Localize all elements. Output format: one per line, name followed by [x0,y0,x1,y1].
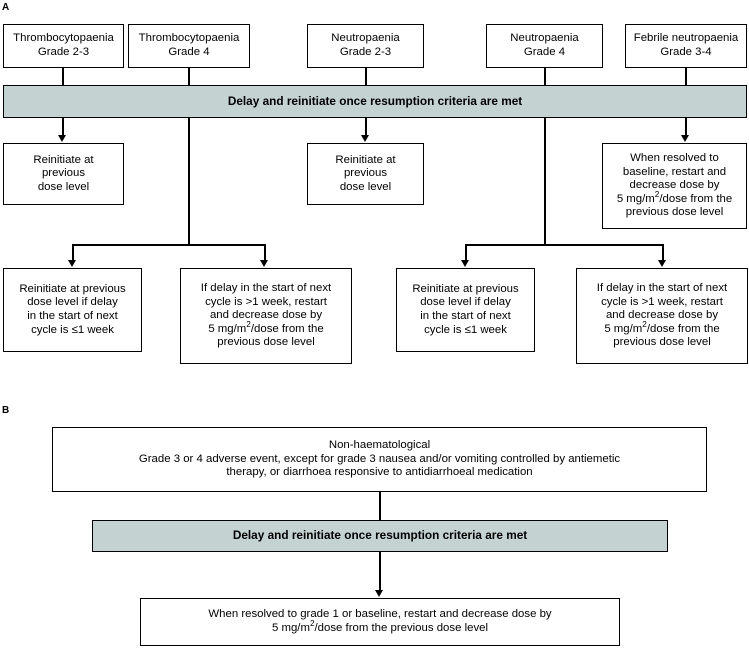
connector-non-haem-to-banner-b [379,492,381,520]
node-when-resolved-grade-1-or-baseline: When resolved to grade 1 or baseline, re… [140,598,620,646]
node-line-1: Neutropaenia [510,32,579,45]
node-text-post: /dose from the previous dose level [625,192,733,219]
banner-delay-reinitiate-a: Delay and reinitiate once resumption cri… [3,85,747,118]
panel-b-label: B [2,405,10,416]
node-text: Reinitiate at previous dose level [33,153,94,193]
node-reinitiate-previous-dose-mid: Reinitiate at previous dose level [307,143,424,205]
connector-trigger-4-to-banner [544,68,546,85]
connector-trigger-3-to-banner [365,68,367,85]
node-reinitiate-if-delay-le-1-week-right: Reinitiate at previous dose level if del… [396,268,535,352]
arrowhead-to-reinitiate-left [58,135,66,142]
node-line-2: Grade 3 or 4 adverse event, except for g… [138,452,621,465]
connector-banner-to-split-left [188,118,190,245]
split-branch-right-2 [662,244,664,261]
node-line-1: Non-haematological [328,439,431,452]
arrowhead-bottom-3 [461,260,469,267]
split-bar-left [72,244,266,246]
banner-label: Delay and reinitiate once resumption cri… [227,93,523,108]
node-text-pre: If delay in the start of next cycle is >… [200,282,332,335]
node-when-resolved-baseline-decrease: When resolved to baseline, restart and d… [602,143,747,229]
node-text-sup: 2 [309,619,315,629]
node-text: Reinitiate at previous dose level [335,153,396,193]
connector-trigger-2-to-banner [188,68,190,85]
arrowhead-bottom-4 [658,260,666,267]
node-line-3: therapy, or diarrhoea responsive to anti… [226,466,533,479]
node-line-2: Grade 2-3 [37,46,90,58]
connector-banner-to-reinitiate-mid [365,118,367,136]
node-text-sup: 2 [654,190,660,199]
node-text-pre: When resolved to grade 1 or baseline, re… [208,608,552,634]
banner-delay-reinitiate-b: Delay and reinitiate once resumption cri… [92,520,668,552]
node-line-2: Grade 2-3 [339,46,392,58]
node-text-pre: When resolved to baseline, restart and d… [616,152,727,205]
node-line-2: Grade 4 [523,46,566,58]
node-reinitiate-previous-dose-left: Reinitiate at previous dose level [3,143,124,205]
arrowhead-bottom-2 [260,260,268,267]
banner-label: Delay and reinitiate once resumption cri… [232,528,528,543]
node-text: Reinitiate at previous dose level if del… [412,282,519,336]
arrowhead-to-outcome-b [375,590,383,597]
arrowhead-bottom-1 [68,260,76,267]
arrowhead-to-reinitiate-mid [361,135,369,142]
node-line-1: Febrile neutropaenia [633,32,739,45]
node-text-post: /dose from the previous dose level [217,322,324,349]
node-line-1: Neutropaenia [331,32,400,45]
split-branch-left-1 [72,244,74,261]
arrowhead-to-resolved-baseline [681,135,689,142]
node-restart-decrease-if-delay-gt-1-week-left: If delay in the start of next cycle is >… [180,268,352,364]
node-line-2: Grade 4 [168,46,210,58]
connector-trigger-5-to-banner [685,68,687,85]
split-branch-left-2 [264,244,266,261]
connector-banner-b-to-outcome [379,552,381,591]
node-text-sup: 2 [642,320,647,329]
connector-banner-to-reinitiate-left [62,118,64,136]
panel-a-label: A [2,2,10,13]
node-text-pre: If delay in the start of next cycle is >… [596,282,728,335]
connector-banner-to-resolved-baseline [685,118,687,136]
connector-banner-to-split-right [544,118,546,245]
node-line-1: Thrombocytopaenia [13,32,114,45]
split-bar-right [465,244,664,246]
node-text-sup: 2 [246,320,251,329]
node-text: Reinitiate at previous dose level if del… [19,282,126,336]
node-reinitiate-if-delay-le-1-week-left: Reinitiate at previous dose level if del… [3,268,142,352]
node-text-post: /dose from the previous dose level [314,622,489,634]
node-text-post: /dose from the previous dose level [613,322,720,349]
connector-trigger-1-to-banner [62,68,64,85]
node-line-2: Grade 3-4 [660,46,712,58]
node-line-1: Thrombocytopaenia [138,32,240,45]
node-restart-decrease-if-delay-gt-1-week-right: If delay in the start of next cycle is >… [576,268,748,364]
split-branch-right-1 [465,244,467,261]
